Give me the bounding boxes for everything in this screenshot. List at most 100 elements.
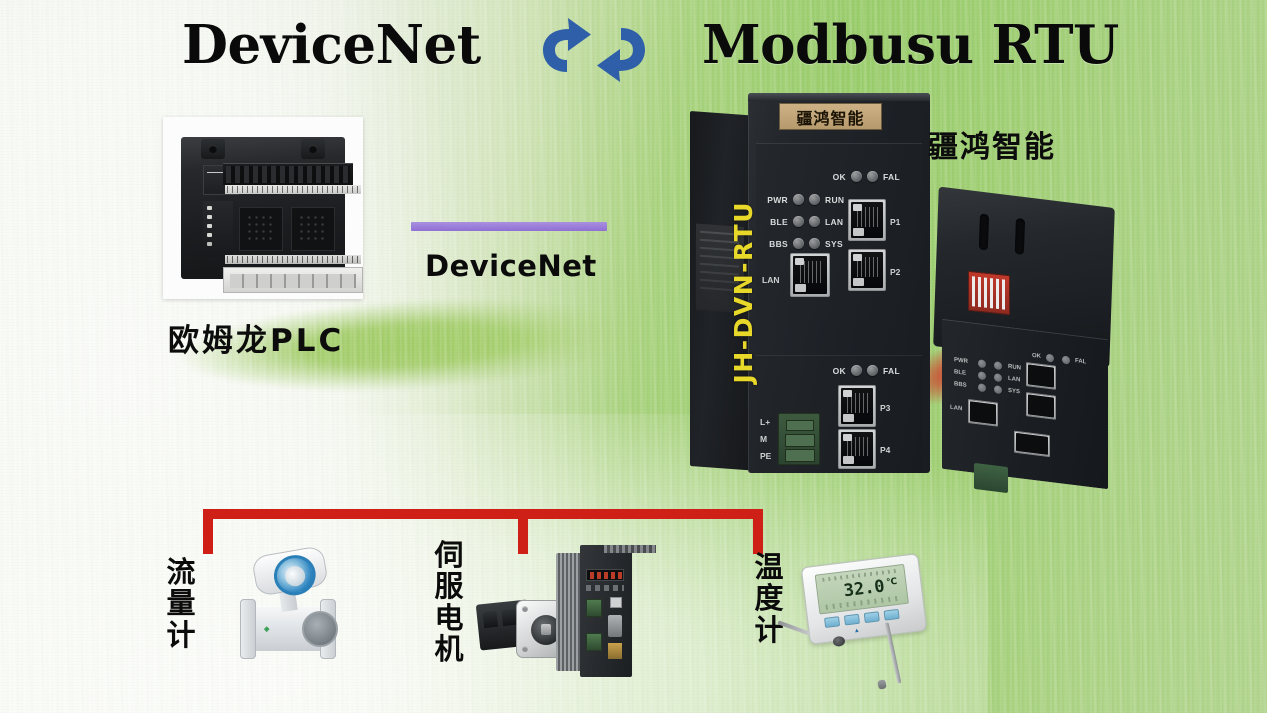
secondary-unit-port-p3-p4-jack[interactable] bbox=[1014, 430, 1050, 458]
secondary-unit-led-label-pwr: PWR bbox=[954, 357, 968, 366]
flow-meter-brand-tag: ◈ bbox=[264, 626, 270, 633]
gateway-terminal-label-pe: PE bbox=[760, 451, 772, 461]
header-right-protocol: Modbusu RTU bbox=[702, 14, 1119, 76]
servo-motor-power-connector bbox=[482, 610, 499, 629]
gateway-port-p1-label: P1 bbox=[890, 217, 901, 227]
gateway-led-row-pwr-run: PWR RUN bbox=[766, 194, 849, 205]
gateway-bbs-led bbox=[793, 238, 804, 249]
servo-driver-usb-connector[interactable] bbox=[608, 643, 622, 659]
gateway-sys-led bbox=[809, 238, 820, 249]
gateway-port-p1-jack[interactable] bbox=[848, 199, 886, 241]
gateway-port-p3-label: P3 bbox=[880, 403, 891, 413]
secondary-unit-lan-jack[interactable] bbox=[968, 399, 998, 427]
gateway-port-p2-jack[interactable] bbox=[848, 249, 886, 291]
plc-caption-label: 欧姆龙PLC bbox=[168, 323, 345, 359]
secondary-unit-led-run bbox=[994, 361, 1002, 371]
servo-motor-bolt-bl bbox=[522, 646, 528, 652]
secondary-unit-lan-label: LAN bbox=[950, 404, 963, 413]
gateway-brand-text: 疆鸿智能 bbox=[796, 108, 865, 128]
gateway-sys-label: SYS bbox=[825, 238, 843, 249]
servo-driver-dsub-connector[interactable] bbox=[608, 615, 622, 637]
device-label-thermometer: 温度计 bbox=[754, 550, 784, 647]
secondary-unit-dip-switch-bank[interactable] bbox=[968, 270, 1010, 316]
jh-dvn-rtu-gateway: 疆鸿智能 JH-DVN-RTU OK FAL PWR RUN BLE LAN B… bbox=[690, 93, 930, 478]
fieldbus-trunk-line bbox=[203, 509, 763, 519]
gateway-ok-label-bottom: OK bbox=[832, 365, 846, 376]
servo-driver-seven-segment-display bbox=[586, 569, 624, 581]
omron-plc-photo bbox=[163, 117, 363, 299]
gateway-upper-panel bbox=[756, 143, 922, 321]
secondary-unit-led-ble bbox=[978, 371, 986, 381]
servo-motor-bolt-tl bbox=[522, 606, 528, 612]
flow-meter-blue-display-cap bbox=[268, 549, 322, 602]
header-banner: DeviceNet Modbusu RTU bbox=[0, 0, 1267, 96]
gateway-port-lan-label: LAN bbox=[762, 275, 780, 285]
servo-motor-encoder-connector bbox=[501, 608, 518, 627]
gateway-terminal-label-lplus: L+ bbox=[760, 417, 771, 427]
plc-chassis bbox=[181, 137, 363, 293]
secondary-unit-port-p2-jack[interactable] bbox=[1026, 392, 1056, 420]
servo-driver-rj45-port[interactable] bbox=[610, 597, 622, 608]
device-label-servo-motor: 伺服电机 bbox=[434, 538, 464, 666]
gateway-brand-plate: 疆鸿智能 bbox=[779, 103, 882, 130]
gateway-port-p4-jack[interactable] bbox=[838, 429, 876, 469]
secondary-unit-port-p1-jack[interactable] bbox=[1026, 362, 1056, 390]
gateway-bbs-label: BBS bbox=[769, 238, 788, 249]
gateway-ok-label-top: OK bbox=[832, 171, 846, 182]
gateway-top-bevel bbox=[748, 93, 930, 101]
gateway-port-p4-label: P4 bbox=[880, 445, 891, 455]
gateway-led-row-ble-lan: BLE LAN bbox=[766, 216, 849, 227]
thermometer-lcd-screen: 32.0 ℃ bbox=[814, 563, 909, 615]
thermometer-button-2[interactable] bbox=[843, 613, 860, 626]
gateway-port-p3-jack[interactable] bbox=[838, 385, 876, 427]
gateway-port-p2-label: P2 bbox=[890, 267, 901, 277]
fieldbus-drop-servo-motor bbox=[518, 509, 528, 554]
thermometer-button-3[interactable] bbox=[863, 611, 880, 624]
gateway-fal-label-bottom: FAL bbox=[883, 365, 900, 376]
bidirectional-sync-arrows-icon bbox=[543, 18, 645, 82]
secondary-unit-vent-slot-left bbox=[978, 213, 990, 251]
plc-lower-white-terminal-strip bbox=[225, 255, 361, 264]
secondary-unit-led-pwr bbox=[978, 359, 986, 369]
thermometer-button-4[interactable] bbox=[883, 608, 900, 621]
device-label-flow-meter: 流量计 bbox=[166, 555, 196, 652]
fieldbus-drop-flow-meter bbox=[203, 509, 213, 554]
plc-vent-right bbox=[291, 207, 335, 251]
thermometer-button-1[interactable] bbox=[824, 616, 841, 628]
plc-mount-ear-left bbox=[201, 139, 225, 159]
thermometer-housing: 32.0 ℃ ▲ bbox=[800, 553, 928, 648]
gateway-pwr-led bbox=[793, 194, 804, 205]
secondary-unit-vent-slot-right bbox=[1014, 218, 1026, 255]
plc-base-terminal-block bbox=[223, 267, 363, 293]
gateway-fal-led-bottom bbox=[867, 365, 878, 376]
flow-meter-device: ◈ bbox=[228, 545, 346, 669]
devicenet-link-line bbox=[411, 222, 607, 231]
servo-driver-terminal-green-lower[interactable] bbox=[586, 633, 602, 651]
plc-status-led-column bbox=[203, 201, 233, 257]
fieldbus-drop-thermometer bbox=[753, 509, 763, 554]
servo-driver-top-vents bbox=[604, 545, 656, 553]
thermometer-brand-logo: ▲ bbox=[853, 627, 861, 635]
gateway-fal-label-top: FAL bbox=[883, 171, 900, 182]
gateway-ok-led-top bbox=[851, 171, 862, 182]
gateway-power-terminal-block[interactable] bbox=[778, 413, 820, 465]
secondary-unit-led-lan bbox=[994, 373, 1002, 383]
plc-vent-left bbox=[239, 207, 283, 251]
flow-meter-flange-left bbox=[240, 599, 256, 659]
gateway-run-led bbox=[809, 194, 820, 205]
servo-driver-heatsink bbox=[556, 553, 582, 671]
plc-mount-ear-right bbox=[301, 139, 325, 159]
gateway-model-text: JH-DVN-RTU bbox=[729, 201, 758, 384]
servo-driver-terminal-green-upper[interactable] bbox=[586, 599, 602, 617]
gateway-run-label: RUN bbox=[825, 194, 845, 205]
gateway-ok-fal-top: OK FAL bbox=[824, 171, 907, 182]
secondary-unit-led-label-ble: BLE bbox=[954, 369, 966, 377]
gateway-port-lan-jack[interactable] bbox=[790, 253, 830, 297]
plc-top-terminal-row bbox=[223, 163, 353, 185]
secondary-unit-led-label-lan: LAN bbox=[1008, 375, 1021, 384]
gateway-lan-label: LAN bbox=[825, 216, 844, 227]
gateway-fal-led-top bbox=[867, 171, 878, 182]
servo-driver-keypad[interactable] bbox=[586, 585, 624, 591]
gateway-lan-led bbox=[809, 216, 820, 227]
gateway-led-row-bbs-sys: BBS SYS bbox=[766, 238, 849, 249]
